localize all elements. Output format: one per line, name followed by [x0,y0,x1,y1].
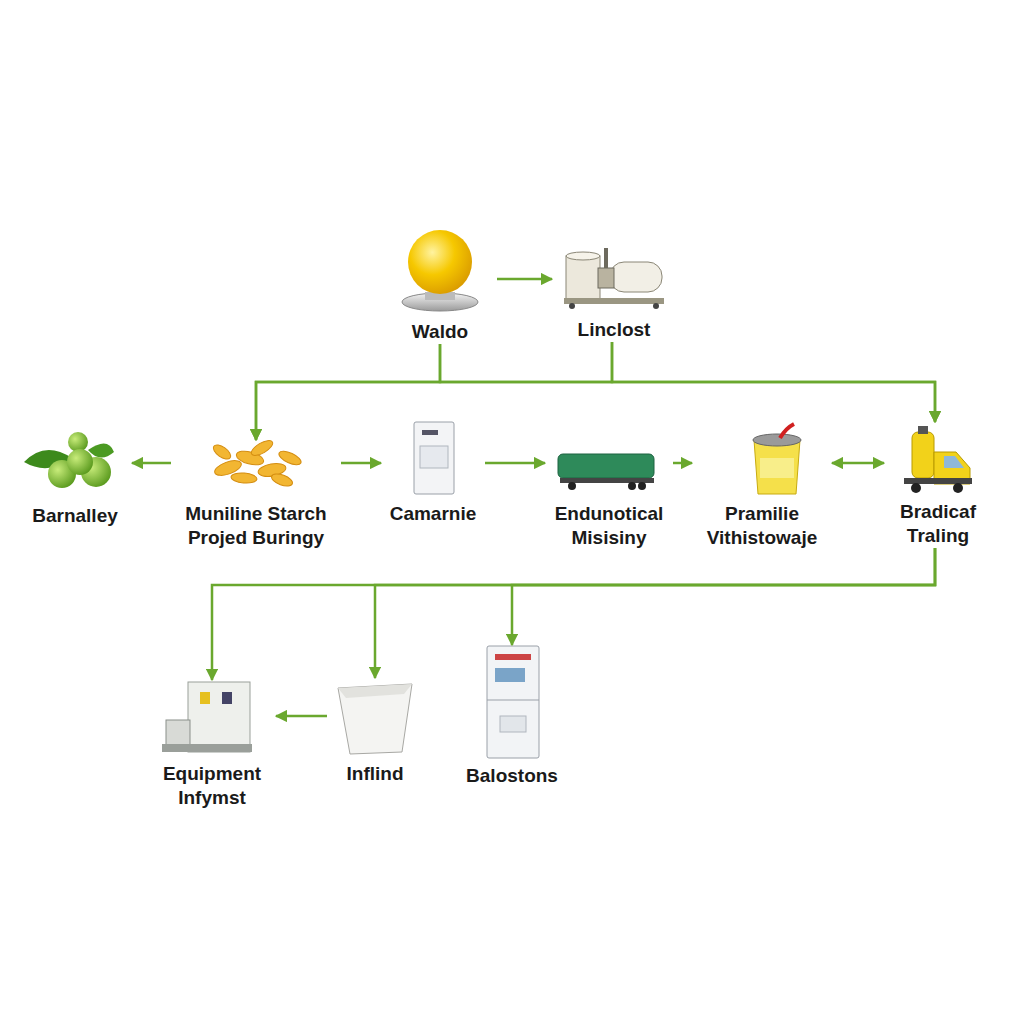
lime-icon [24,432,114,488]
node-label: Pramilie Vithistowaje [694,502,830,550]
node-label: Waldo [385,320,495,344]
flow-arrow [832,462,884,465]
process-node: Equipment Infymst [150,680,274,810]
process-node: Pramilie Vithistowaje [694,422,830,550]
node-label: Bradicaf Traling [886,500,990,548]
node-label: Endunotical Misisiny [547,502,671,550]
flow-arrow [256,344,440,440]
starch-icon [211,438,303,489]
bin-icon [338,684,412,754]
truck-icon [904,426,972,493]
process-node: Muniline Starch Projed Buringy [173,440,339,550]
flow-arrow [497,278,552,281]
process-node: Waldo [385,232,495,344]
process-node: Camarnie [383,420,483,526]
node-label: Linclost [554,318,674,342]
process-node: Endunotical Misisiny [547,452,671,550]
flow-arrow [341,462,381,465]
flow-arrow [612,342,935,422]
flow-arrow [485,462,545,465]
process-node: Inflind [329,678,421,786]
flow-arrow [212,548,935,680]
tanker-icon [558,454,654,490]
machine-icon [564,248,664,309]
process-node: Linclost [554,248,674,342]
cabinet-icon [414,422,454,494]
flow-arrow [132,462,171,465]
node-label: Muniline Starch Projed Buringy [173,502,339,550]
process-node: Balostons [460,645,564,788]
node-label: Equipment Infymst [150,762,274,810]
process-node: Bradicaf Traling [886,422,990,548]
sphere-icon [402,230,478,311]
equipment-icon [162,682,252,752]
flow-arrow [276,715,327,718]
node-label: Inflind [329,762,421,786]
flow-arrow [375,548,935,678]
node-label: Camarnie [383,502,483,526]
cabinet-icon [487,646,539,758]
node-label: Balostons [460,764,564,788]
process-node: Barnalley [20,440,130,528]
bucket-icon [753,424,801,494]
flow-arrow [256,342,612,440]
flow-arrow [673,462,692,465]
flow-arrow [512,548,935,645]
node-label: Barnalley [20,504,130,528]
